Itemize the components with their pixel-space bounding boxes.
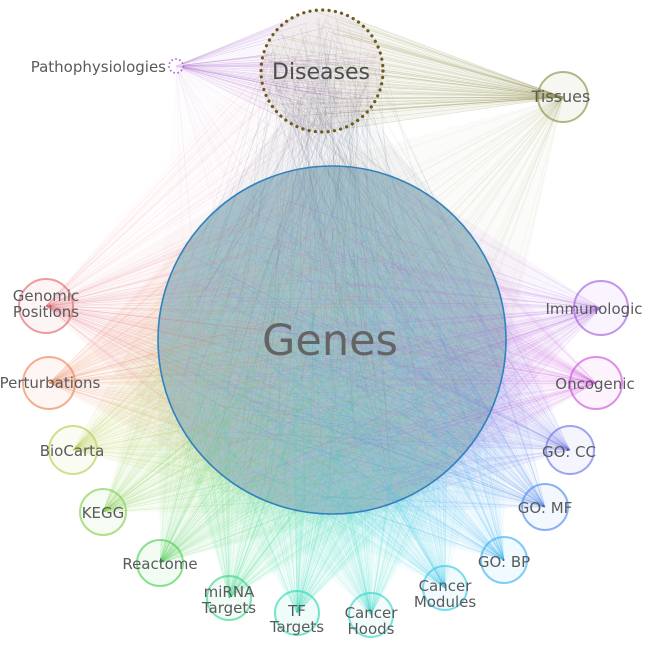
edge-wedge-cancer_hoods-genes (158, 166, 506, 615)
node-go_cc[interactable] (545, 425, 595, 475)
edge-bundle-pathophysiologies-genes (175, 65, 482, 511)
label-biocarta: BioCarta (40, 442, 105, 460)
edge-bundle-oncogenic-genes (163, 189, 597, 512)
node-go_bp[interactable] (480, 536, 528, 584)
edge-bundle-tissues-diseases (264, 11, 564, 131)
edge-wedge-go_bp-genes (158, 166, 507, 560)
edge-bundle-pathophysiologies-diseases (175, 16, 377, 130)
node-diseases[interactable] (259, 8, 385, 134)
edge-wedge-immunologic-genes (158, 166, 601, 514)
node-tf_targets[interactable] (274, 590, 320, 636)
edge-wedge-cancer_modules-genes (158, 166, 506, 589)
edge-wedge-tf_targets-genes (158, 166, 506, 613)
label-oncogenic: Oncogenic (555, 375, 634, 393)
edge-bundle-cancer_hoods-genes (164, 173, 501, 616)
edge-bundle-tf_targets-genes (184, 167, 499, 614)
node-perturbations[interactable] (22, 356, 76, 410)
node-circles (18, 8, 629, 638)
node-reactome[interactable] (136, 539, 184, 587)
node-labels: Genes Diseases PathophysiologiesTissuesGen… (0, 58, 643, 638)
edge-bundle-genomic_positions-genes (45, 174, 501, 503)
node-genomic_positions[interactable] (18, 278, 74, 334)
label-immunologic: Immunologic (545, 300, 642, 318)
edge-wedge-diseases-genes (158, 71, 506, 514)
node-immunologic[interactable] (573, 280, 629, 336)
edge-bundle-go_bp-genes (158, 175, 505, 561)
edge-bundle-genomic_positions-diseases (45, 22, 372, 307)
label-go_mf: GO: MF (518, 499, 573, 517)
label-genes: Genes (262, 316, 398, 366)
label-go_cc: GO: CC (542, 443, 596, 461)
edge-bundle-go_cc-genes (179, 188, 571, 505)
label-kegg: KEGG (82, 504, 125, 522)
edge-wedge-reactome-genes (158, 166, 506, 563)
label-diseases: Diseases (272, 60, 370, 85)
edge-wedge-kegg-genes (103, 166, 506, 514)
edge-bundle-tissues-genes (201, 96, 564, 477)
edge-wedge-pathophysiologies-diseases (176, 10, 383, 132)
node-genes[interactable] (157, 165, 507, 515)
node-tissues[interactable] (537, 71, 589, 123)
edge-bundle-biocarta-genes (72, 170, 489, 513)
node-cancer_modules[interactable] (422, 565, 468, 611)
label-pathophysiologies: Pathophysiologies (31, 58, 166, 76)
node-kegg[interactable] (79, 488, 127, 536)
edge-wedge-genomic_positions-genes (46, 166, 506, 514)
edge-wedge-perturbations-genes (49, 166, 506, 514)
label-perturbations: Perturbations (0, 374, 101, 392)
edge-bundle-go_mf-genes (167, 178, 546, 508)
edge-bundle-reactome-genes (159, 171, 505, 564)
label-tissues: Tissues (531, 87, 591, 106)
node-pathophysiologies[interactable] (168, 58, 184, 74)
node-cancer_hoods[interactable] (348, 592, 394, 638)
edge-bundle-perturbations-genes (48, 170, 502, 499)
label-go_bp: GO: BP (478, 553, 530, 571)
node-go_mf[interactable] (521, 483, 569, 531)
edge-bundle-kegg-genes (102, 195, 490, 513)
label-reactome: Reactome (122, 555, 197, 573)
edge-bundle-immunologic-genes (182, 184, 602, 499)
edge-wedge-oncogenic-genes (158, 166, 596, 514)
edge-wedge-go_mf-genes (158, 166, 545, 514)
edge-wedge-go_cc-genes (158, 166, 571, 514)
edge-bundle-cancer_modules-genes (159, 171, 478, 589)
edge-wedge-tissues-diseases (261, 10, 563, 132)
node-biocarta[interactable] (48, 425, 98, 475)
node-oncogenic[interactable] (569, 356, 623, 410)
node-mirna_targets[interactable] (206, 575, 252, 621)
